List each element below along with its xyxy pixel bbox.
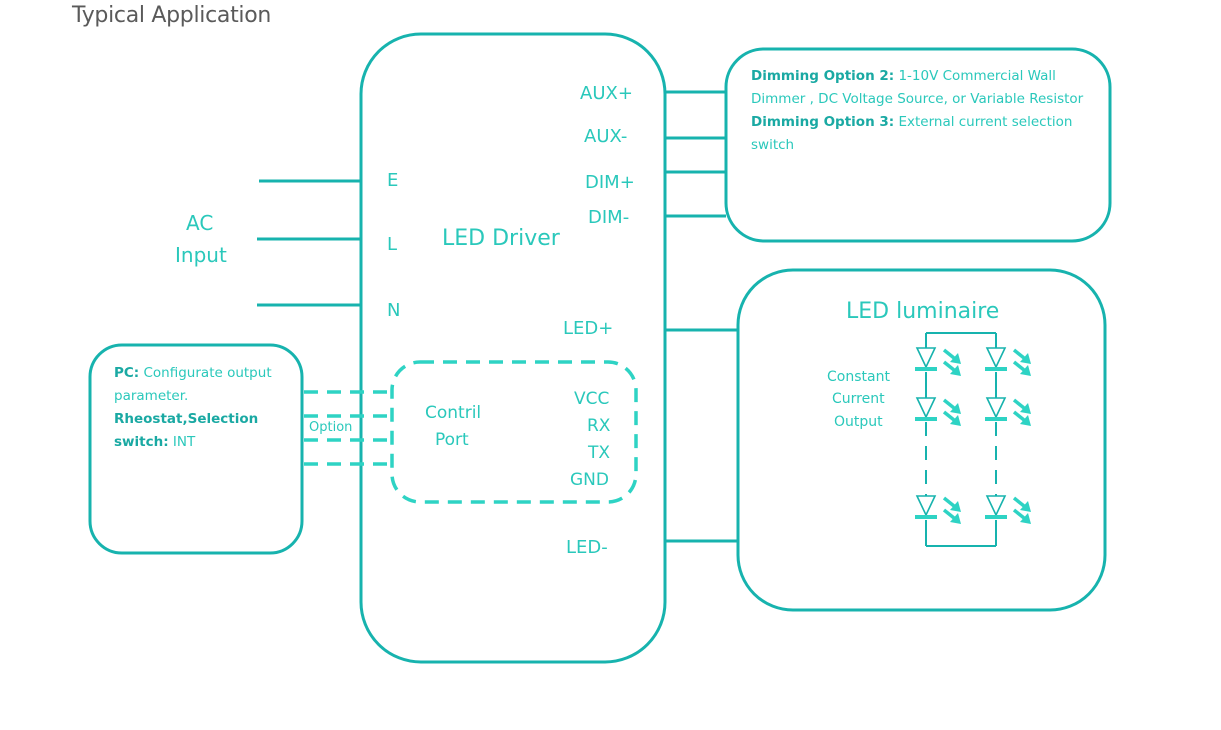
dimming-option-2-text-cont: Dimmer , DC Voltage Source, or Variable … bbox=[751, 91, 1084, 107]
dimming-option-2-text: 1-10V Commercial Wall bbox=[894, 68, 1056, 84]
light-arrow-icon bbox=[942, 410, 961, 426]
pin-l: L bbox=[387, 234, 398, 255]
pin-aux-minus: AUX- bbox=[584, 126, 628, 147]
light-arrow-icon bbox=[942, 508, 961, 524]
luminaire-title: LED luminaire bbox=[846, 299, 1000, 324]
pc-description: PC: Configurate output parameter. Rheost… bbox=[114, 362, 272, 454]
pin-gnd: GND bbox=[570, 470, 609, 490]
option-label: Option bbox=[309, 420, 353, 435]
dimming-description: Dimming Option 2: 1-10V Commercial Wall … bbox=[751, 65, 1083, 157]
led-diode-icon bbox=[915, 495, 961, 524]
led-array bbox=[915, 332, 1031, 547]
pc-text: Configurate output bbox=[139, 365, 272, 381]
luminaire-box bbox=[736, 268, 1107, 612]
light-arrow-icon bbox=[1012, 348, 1031, 364]
dimming-option-3-text-cont: switch bbox=[751, 137, 795, 153]
pin-led-plus: LED+ bbox=[563, 318, 614, 339]
pin-tx: TX bbox=[588, 443, 611, 463]
dimming-option-3-label: Dimming Option 3: bbox=[751, 114, 895, 130]
luminaire-caption-1: Constant bbox=[827, 369, 890, 385]
dimming-option-3-text: External current selection bbox=[894, 114, 1073, 130]
switch-value: INT bbox=[168, 434, 196, 450]
pin-n: N bbox=[387, 300, 401, 321]
led-diode-icon bbox=[985, 495, 1031, 524]
luminaire-caption-3: Output bbox=[834, 414, 883, 430]
control-port-box bbox=[390, 360, 638, 504]
switch-label: switch: bbox=[114, 434, 169, 450]
light-arrow-icon bbox=[1012, 508, 1031, 524]
light-arrow-icon bbox=[1012, 496, 1031, 512]
ac-input-label-line2: Input bbox=[175, 243, 227, 267]
led-driver-box bbox=[359, 32, 667, 664]
dimming-option-2-label: Dimming Option 2: bbox=[751, 68, 895, 84]
light-arrow-icon bbox=[942, 360, 961, 376]
pin-led-minus: LED- bbox=[566, 537, 608, 558]
led-diode-icon bbox=[915, 347, 961, 376]
page-title: Typical Application bbox=[72, 3, 272, 28]
pin-rx: RX bbox=[587, 416, 611, 436]
light-arrow-icon bbox=[942, 348, 961, 364]
pc-label: PC: bbox=[114, 365, 140, 381]
light-arrow-icon bbox=[1012, 398, 1031, 414]
ac-input-label-line1: AC bbox=[186, 211, 214, 235]
light-arrow-icon bbox=[942, 398, 961, 414]
dimming-box bbox=[724, 47, 1112, 243]
luminaire-caption-2: Current bbox=[832, 391, 885, 407]
pin-vcc: VCC bbox=[574, 389, 610, 409]
rheostat-label: Rheostat,Selection bbox=[114, 411, 259, 427]
light-arrow-icon bbox=[1012, 360, 1031, 376]
control-port-label-line2: Port bbox=[435, 430, 469, 450]
pin-aux-plus: AUX+ bbox=[580, 83, 633, 104]
pin-e: E bbox=[387, 170, 399, 191]
led-diode-icon bbox=[985, 397, 1031, 426]
light-arrow-icon bbox=[942, 496, 961, 512]
led-driver-label: LED Driver bbox=[442, 226, 560, 251]
led-diode-icon bbox=[985, 347, 1031, 376]
light-arrow-icon bbox=[1012, 410, 1031, 426]
led-diode-icon bbox=[915, 397, 961, 426]
pc-text-cont: parameter. bbox=[114, 388, 189, 404]
pin-dim-minus: DIM- bbox=[588, 207, 630, 228]
pc-box bbox=[88, 343, 304, 555]
control-port-label-line1: Contril bbox=[425, 403, 482, 423]
pin-dim-plus: DIM+ bbox=[585, 172, 635, 193]
